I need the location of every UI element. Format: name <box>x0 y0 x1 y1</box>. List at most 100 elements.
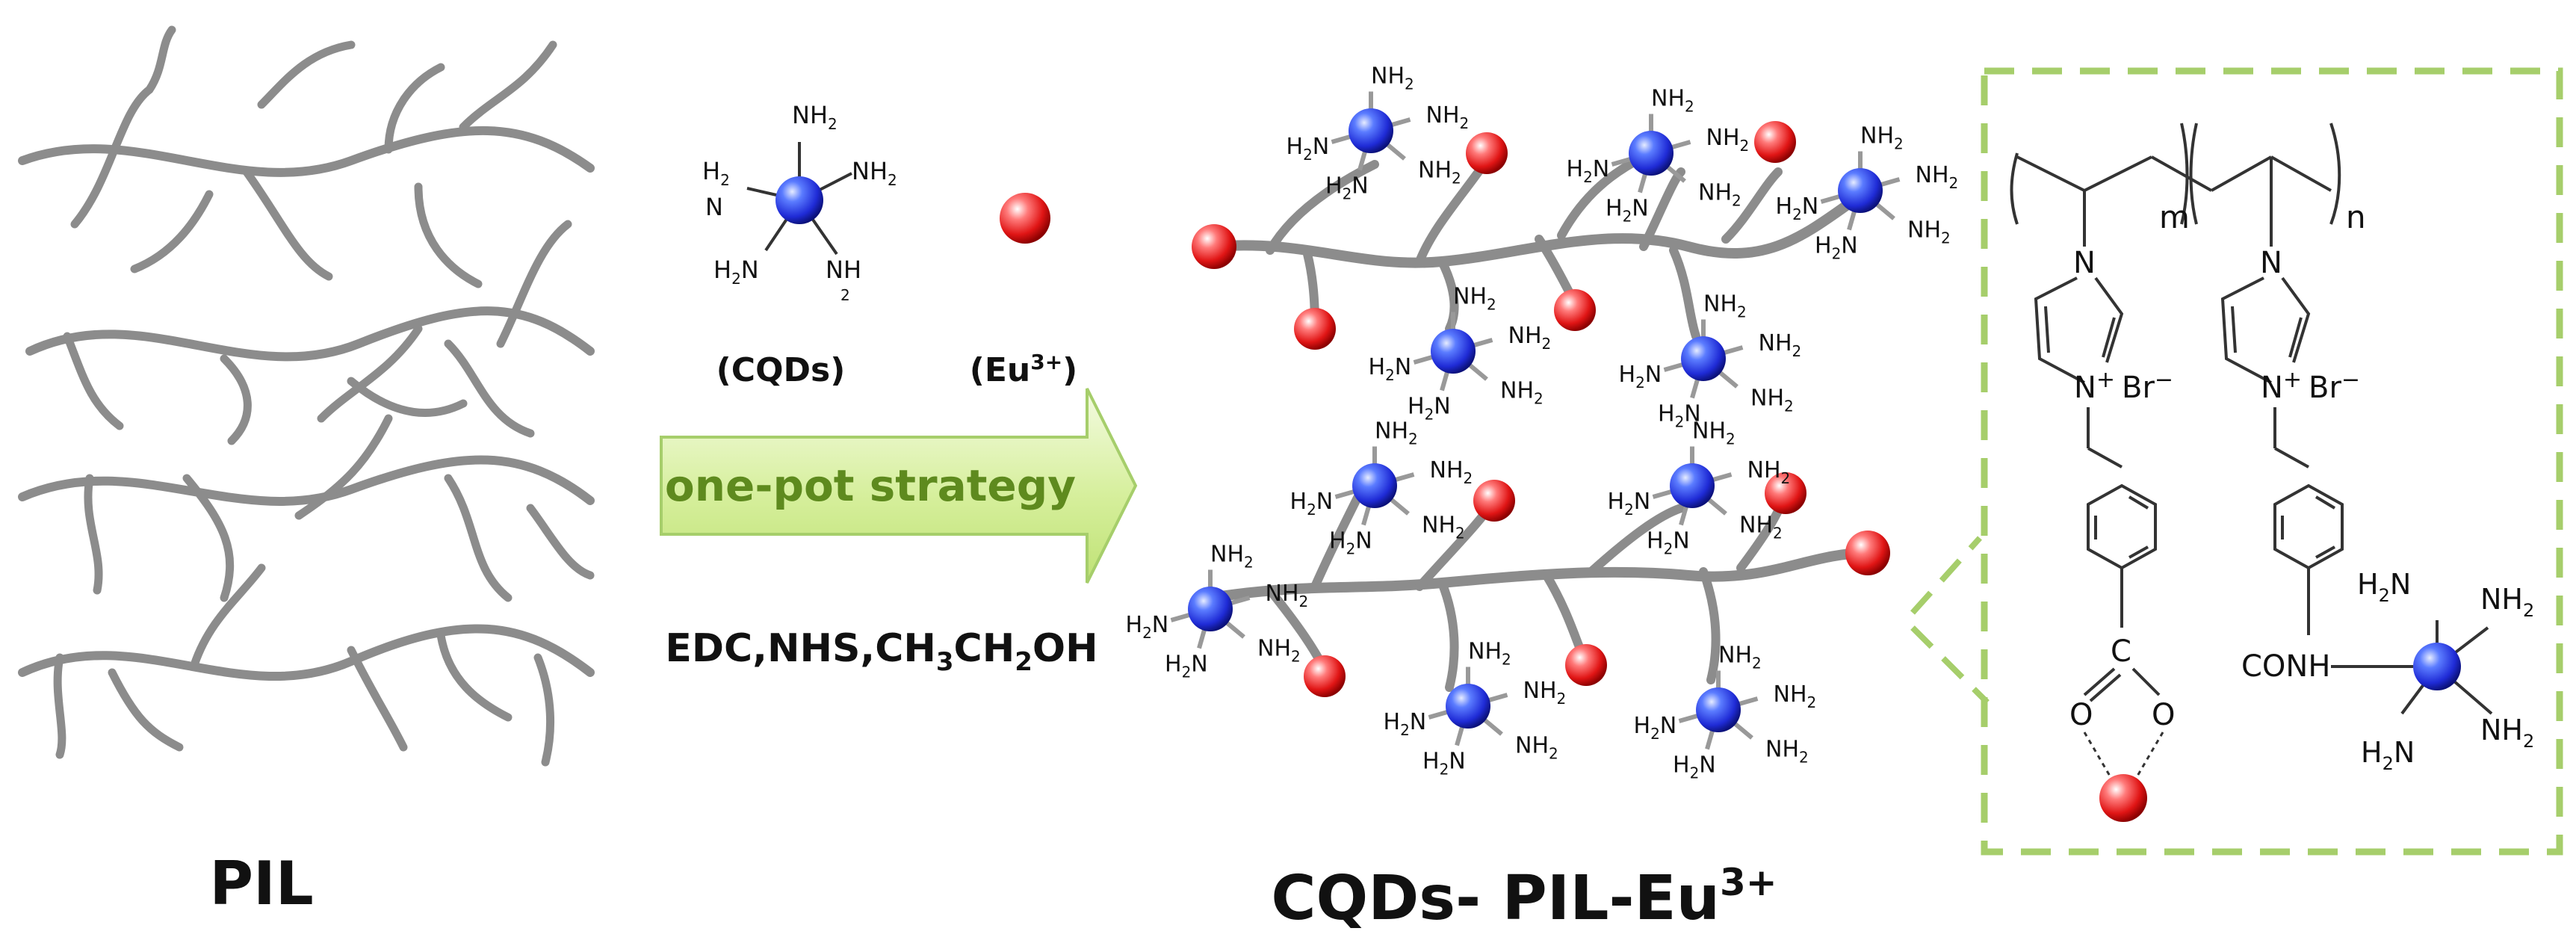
amine-label: H2N <box>1126 612 1169 642</box>
oxygen-atom: O <box>2069 698 2093 732</box>
product-label: CQDs- PIL-Eu3+ <box>1271 861 1777 934</box>
cqd-dot-icon <box>1352 463 1397 508</box>
amine-label: H2N <box>1634 713 1677 743</box>
eu-ion-icon <box>1565 644 1607 686</box>
amine-label: NH2 <box>1371 64 1414 93</box>
amine-label: NH2 <box>1468 639 1511 669</box>
amine-label: NH2 <box>1692 418 1736 448</box>
amine-label: H2N <box>1673 752 1716 782</box>
amine-label: NH2 <box>1500 378 1544 408</box>
amine-label: H2N <box>1408 394 1451 424</box>
cqd-dot-icon <box>1188 587 1233 631</box>
cqd-dot-icon <box>1446 684 1490 729</box>
svg-text:NH2: NH2 <box>2480 583 2534 621</box>
pil-branch-fibers <box>53 25 595 767</box>
amine-label: H2N <box>1290 489 1334 519</box>
bromide-counterion: Br− <box>2122 367 2173 405</box>
svg-text:NH2: NH2 <box>792 101 837 133</box>
amine-label: NH2 <box>1860 123 1904 153</box>
cqd-amines: NH2 NH2 H2 N H2N NH 2 <box>702 101 897 304</box>
pil-network: PIL <box>18 25 595 918</box>
amine-label: H2N <box>1567 156 1610 186</box>
svg-text:N: N <box>705 193 723 221</box>
index-m: m <box>2159 199 2190 235</box>
amine-label: H2N <box>1619 362 1662 392</box>
zoom-callout-lines <box>1910 536 1990 705</box>
reaction-arrow: one-pot strategy <box>660 388 1138 584</box>
svg-text:H2N: H2N <box>2361 736 2415 774</box>
amine-label: H2N <box>1776 194 1819 223</box>
cqd-dot-icon <box>1838 168 1883 213</box>
amine-label: NH2 <box>1418 158 1461 188</box>
eu-ion-icon <box>1473 480 1515 522</box>
cqd-dot-icon <box>1431 329 1476 374</box>
amine-label: H2N <box>1165 652 1208 681</box>
cqds-label: (CQDs) <box>716 351 846 389</box>
arrow-shape <box>660 388 1138 584</box>
amine-label: NH2 <box>1739 513 1783 542</box>
eu-ion-icon <box>2099 774 2147 822</box>
amine-label: H2N <box>1329 528 1372 558</box>
eu-reactant: (Eu3+) <box>970 193 1078 389</box>
reagents-label: EDC,NHS,CH3CH2OH <box>665 626 1097 677</box>
amine-label: NH2 <box>1266 581 1309 610</box>
amine-label: NH2 <box>1422 513 1465 542</box>
eu-ion-icon <box>1845 531 1890 575</box>
cqd-dot-icon <box>775 176 823 224</box>
amine-label: NH2 <box>1651 86 1694 116</box>
oxygen-atom: O <box>2152 698 2175 732</box>
product-eu-ions <box>1192 121 1890 697</box>
n-atom: N <box>2073 246 2096 280</box>
index-n: n <box>2346 199 2366 235</box>
amine-label: NH2 <box>1515 733 1558 763</box>
eu-ion-icon <box>1000 193 1050 244</box>
eu-label: (Eu3+) <box>970 350 1078 389</box>
cqd-dot-icon <box>1629 131 1674 176</box>
amine-label: NH2 <box>1257 636 1301 666</box>
amine-label: H2N <box>1815 233 1858 263</box>
eu-ion-icon <box>1754 121 1796 163</box>
eu-ion-icon <box>1304 655 1346 697</box>
eu-ion-icon <box>1294 308 1336 350</box>
amine-label: NH2 <box>1430 457 1473 487</box>
n-plus-atom: N+ <box>2074 367 2115 405</box>
amine-label: NH2 <box>1747 457 1791 487</box>
amine-label: NH2 <box>1706 125 1750 155</box>
pil-backbone-fibers <box>18 126 595 681</box>
amine-label: H2N <box>1384 709 1427 739</box>
product-cqds: NH2NH2NH2H2NH2NNH2NH2NH2H2NH2NNH2NH2NH2H… <box>1126 64 1959 782</box>
amine-label: H2N <box>1658 401 1701 431</box>
cqd-dot-icon <box>1696 687 1741 732</box>
svg-text:NH: NH <box>826 256 861 284</box>
cqd-reactant: NH2 NH2 H2 N H2N NH 2 (CQDs) <box>702 101 897 389</box>
svg-text:H2N: H2N <box>2357 568 2411 606</box>
amine-label: NH2 <box>1765 737 1809 767</box>
amine-label: H2N <box>1422 749 1466 779</box>
amine-label: NH2 <box>1375 418 1418 448</box>
svg-text:H2N: H2N <box>713 256 759 288</box>
amine-label: NH2 <box>1453 284 1496 314</box>
amine-label: H2N <box>1606 196 1649 226</box>
amine-label: NH2 <box>1698 180 1741 210</box>
zoom-box <box>1981 67 2563 856</box>
amine-label: NH2 <box>1907 217 1951 247</box>
cqd-dot-icon <box>1349 108 1393 153</box>
amine-label: H2N <box>1325 173 1369 203</box>
amine-label: NH2 <box>1916 162 1959 192</box>
eu-ion-icon <box>1192 224 1236 269</box>
amine-label: NH2 <box>1774 681 1817 711</box>
amine-label: NH2 <box>1750 386 1794 415</box>
amine-label: H2N <box>1287 134 1330 164</box>
svg-text:NH2: NH2 <box>2480 714 2534 752</box>
cqd-dot-icon <box>1681 336 1726 381</box>
bromide-counterion: Br− <box>2309 367 2360 405</box>
amine-label: NH2 <box>1703 291 1747 321</box>
svg-text:2: 2 <box>840 286 850 304</box>
n-plus-atom: N+ <box>2261 367 2302 405</box>
pil-label: PIL <box>209 849 313 918</box>
arrow-text: one-pot strategy <box>665 460 1076 511</box>
carboxyl-c: C <box>2111 634 2131 669</box>
eu-ion-icon <box>1466 132 1508 174</box>
amine-label: NH2 <box>1523 678 1567 708</box>
